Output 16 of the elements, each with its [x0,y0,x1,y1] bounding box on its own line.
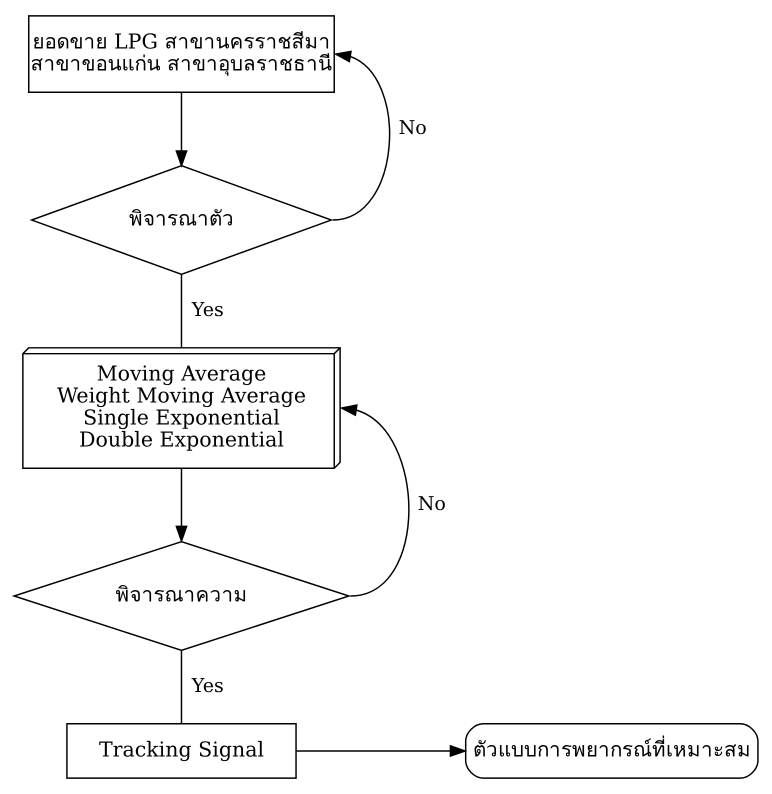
connector [180,650,182,724]
arrow [175,468,188,544]
edge-label: Yes [192,674,224,698]
node-box: Tracking Signal [66,723,297,779]
arrow [332,50,390,221]
node-box: ตัวแบบการพยากรณ์ที่เหมาะสม [464,723,759,779]
connector [180,274,182,348]
edge-label: Yes [192,298,224,322]
edge-label: No [398,116,427,139]
edge-label: No [418,492,446,515]
arrow [339,404,410,597]
arrow [296,744,468,758]
arrow [175,92,188,168]
node-box: ยอดขาย LPG สาขานครราชสีมา สาขาขอนแก่น สาขาอุบลราชธานี [28,15,335,93]
node-diamond: พิจารณาตัว [30,164,334,276]
node-diamond: พิจารณาความ [12,540,352,652]
